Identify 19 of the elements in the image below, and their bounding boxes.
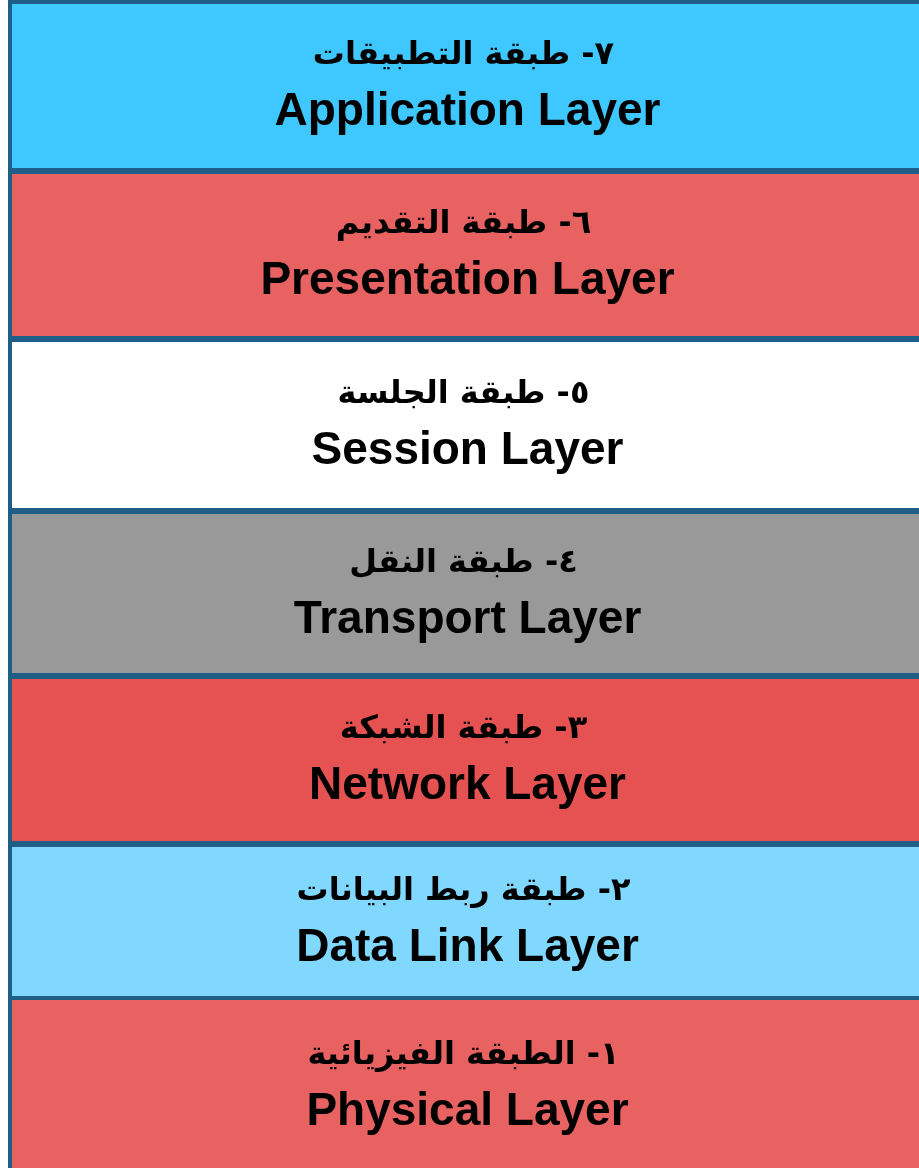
english-layer-title: Application Layer	[274, 82, 661, 138]
arabic-layer-title: ١- الطبقة الفيزيائية	[307, 1033, 621, 1075]
arabic-layer-title: ٣- طبقة الشبكة	[339, 707, 589, 749]
english-layer-title: Network Layer	[309, 756, 626, 812]
layer-band	[8, 338, 919, 512]
arabic-layer-title: ٦- طبقة التقديم	[335, 202, 593, 244]
english-layer-title: Session Layer	[311, 421, 624, 477]
english-layer-title: Presentation Layer	[260, 251, 675, 307]
arabic-layer-title: ٥- طبقة الجلسة	[337, 372, 591, 414]
layer-band	[8, 170, 919, 340]
english-layer-title: Transport Layer	[293, 589, 642, 645]
arabic-layer-title: ٢- طبقة ربط البيانات	[296, 868, 632, 910]
arabic-layer-title: ٤- طبقة النقل	[349, 540, 579, 582]
arabic-layer-title: ٧- طبقة التطبيقات	[312, 33, 616, 75]
english-layer-title: Data Link Layer	[296, 917, 639, 973]
english-layer-title: Physical Layer	[306, 1082, 629, 1138]
layer-band	[8, 0, 919, 172]
layer-band	[8, 675, 919, 845]
layer-band	[8, 510, 919, 677]
